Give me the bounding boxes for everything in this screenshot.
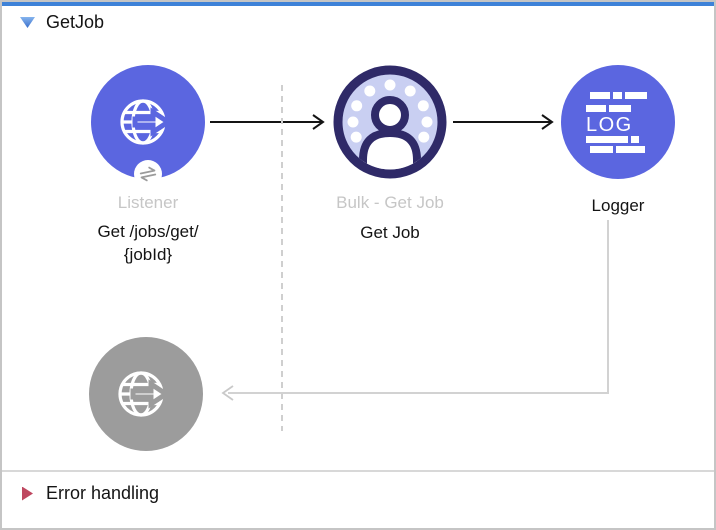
return-connector-vertical	[607, 220, 609, 394]
listener-type-label: Listener	[117, 193, 179, 212]
bulk-user-icon	[333, 65, 447, 179]
return-connector-horizontal	[228, 392, 609, 394]
listener-source-badge[interactable]	[134, 160, 162, 188]
globe-arrow-icon	[120, 99, 173, 145]
flow-header-toggle[interactable]: GetJob	[20, 12, 104, 33]
log-icon: LOG	[586, 92, 647, 153]
flow-connector-arrow-1	[210, 114, 325, 130]
error-section-divider	[2, 470, 714, 472]
logger-node[interactable]: LOG	[561, 65, 675, 179]
flow-title: GetJob	[46, 12, 105, 32]
selection-highlight-bar	[2, 2, 714, 6]
listener-name-label: Get /jobs/get/ {jobId}	[48, 220, 248, 266]
expand-triangle-icon[interactable]	[22, 486, 33, 501]
error-handling-toggle[interactable]: Error handling	[22, 483, 159, 504]
flow-connector-arrow-2	[453, 114, 554, 130]
log-icon-text: LOG	[586, 114, 633, 136]
globe-arrow-icon	[118, 371, 171, 417]
listener-path-line2: {jobId}	[123, 245, 173, 264]
return-connector-arrowhead-icon	[221, 385, 234, 401]
error-handling-title: Error handling	[46, 483, 160, 503]
bulk-name-label: Get Job	[360, 223, 420, 242]
listener-path-line1: Get /jobs/get/	[97, 222, 199, 241]
exchange-arrows-icon	[139, 166, 157, 182]
collapse-triangle-icon[interactable]	[20, 17, 35, 28]
flow-scope-dashed-divider	[281, 85, 283, 431]
http-response-node[interactable]	[89, 337, 203, 451]
bulk-type-label: Bulk - Get Job	[336, 193, 444, 212]
logger-name-label: Logger	[591, 196, 645, 215]
salesforce-bulk-node[interactable]	[333, 65, 447, 179]
